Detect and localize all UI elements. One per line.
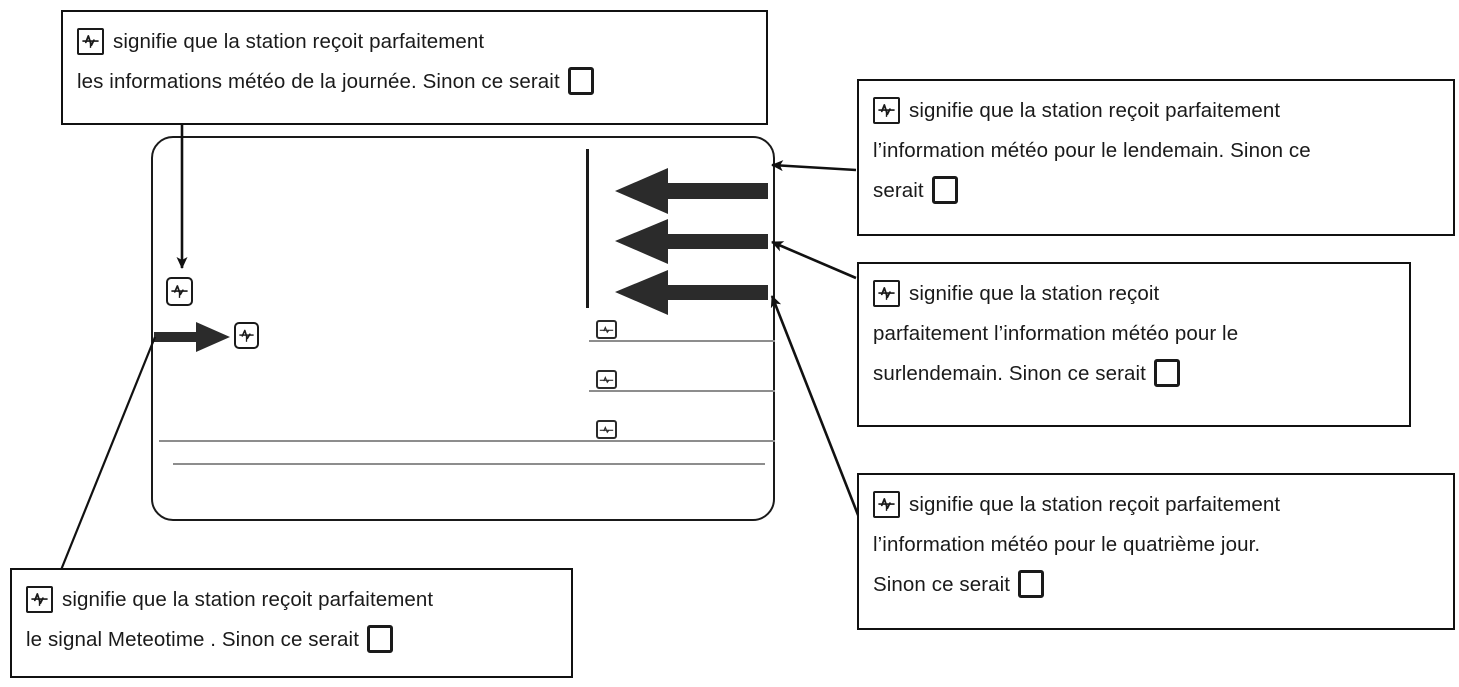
row-separator-1 xyxy=(589,340,775,342)
callout-surlendemain: signifie que la station reçoit parfaitem… xyxy=(857,262,1411,427)
callout-meteotime-text-2: le signal Meteotime . Sinon ce serait xyxy=(26,628,360,651)
callout-surlendemain-text-3: surlendemain. Sinon ce serait xyxy=(873,362,1146,385)
callout-lendemain-text-2: l’information météo pour le lendemain. S… xyxy=(873,139,1311,162)
row-icon-surlendemain xyxy=(596,370,617,389)
callout-journee-line-2: les informations météo de la journée. Si… xyxy=(77,62,752,102)
callout-lendemain: signifie que la station reçoit parfaitem… xyxy=(857,79,1455,236)
display-icon-meteotime xyxy=(234,322,259,349)
empty-checkbox-icon xyxy=(1018,570,1045,598)
empty-checkbox-icon xyxy=(367,625,394,653)
weather-signal-reception-icon xyxy=(873,96,900,124)
callout-lendemain-text-1: signifie que la station reçoit parfaitem… xyxy=(909,99,1281,122)
display-bottom-separator xyxy=(173,463,765,465)
callout-lendemain-line-2: l’information météo pour le lendemain. S… xyxy=(873,131,1439,171)
weather-signal-reception-icon xyxy=(77,27,104,55)
connector-lendemain xyxy=(771,160,857,172)
connector-meteotime xyxy=(59,336,157,571)
callout-quatrieme-jour-text-1: signifie que la station reçoit parfaitem… xyxy=(909,493,1281,516)
connector-quatrieme-jour xyxy=(770,295,862,521)
empty-checkbox-icon xyxy=(931,176,958,204)
callout-quatrieme-jour-text-3: Sinon ce serait xyxy=(873,573,1011,596)
callout-journee-line-1: signifie que la station reçoit parfaitem… xyxy=(77,22,752,62)
row-separator-2 xyxy=(589,390,775,392)
weather-signal-reception-icon xyxy=(873,279,900,307)
callout-meteotime-text-1: signifie que la station reçoit parfaitem… xyxy=(62,588,434,611)
callout-journee-text-1: signifie que la station reçoit parfaitem… xyxy=(113,30,485,53)
callout-lendemain-line-1: signifie que la station reçoit parfaitem… xyxy=(873,91,1439,131)
callout-meteotime-line-1: signifie que la station reçoit parfaitem… xyxy=(26,580,557,620)
display-icon-journee xyxy=(166,277,193,306)
empty-checkbox-icon xyxy=(567,67,594,95)
row-icon-lendemain xyxy=(596,320,617,339)
callout-quatrieme-jour: signifie que la station reçoit parfaitem… xyxy=(857,473,1455,630)
connector-surlendemain xyxy=(771,240,857,280)
row-icon-quatrieme-jour xyxy=(596,420,617,439)
callout-journee: signifie que la station reçoit parfaitem… xyxy=(61,10,768,125)
callout-quatrieme-jour-line-2: l’information météo pour le quatrième jo… xyxy=(873,525,1439,565)
callout-surlendemain-line-2: parfaitement l’information météo pour le xyxy=(873,314,1395,354)
callout-journee-text-2: les informations météo de la journée. Si… xyxy=(77,70,560,93)
callout-surlendemain-line-1: signifie que la station reçoit xyxy=(873,274,1395,314)
callout-surlendemain-line-3: surlendemain. Sinon ce serait xyxy=(873,354,1395,394)
callout-quatrieme-jour-line-3: Sinon ce serait xyxy=(873,565,1439,605)
callout-lendemain-line-3: serait xyxy=(873,171,1439,211)
callout-surlendemain-text-1: signifie que la station reçoit xyxy=(909,282,1160,305)
weather-signal-reception-icon xyxy=(873,490,900,518)
callout-quatrieme-jour-line-1: signifie que la station reçoit parfaitem… xyxy=(873,485,1439,525)
callout-surlendemain-text-2: parfaitement l’information météo pour le xyxy=(873,322,1239,345)
callout-meteotime-line-2: le signal Meteotime . Sinon ce serait xyxy=(26,620,557,660)
row-separator-3 xyxy=(159,440,775,442)
callout-signal-meteotime: signifie que la station reçoit parfaitem… xyxy=(10,568,573,678)
callout-quatrieme-jour-text-2: l’information météo pour le quatrième jo… xyxy=(873,533,1261,556)
empty-checkbox-icon xyxy=(1153,359,1180,387)
callout-lendemain-text-3: serait xyxy=(873,179,924,202)
weather-signal-reception-icon xyxy=(26,585,53,613)
column-divider xyxy=(586,149,589,308)
